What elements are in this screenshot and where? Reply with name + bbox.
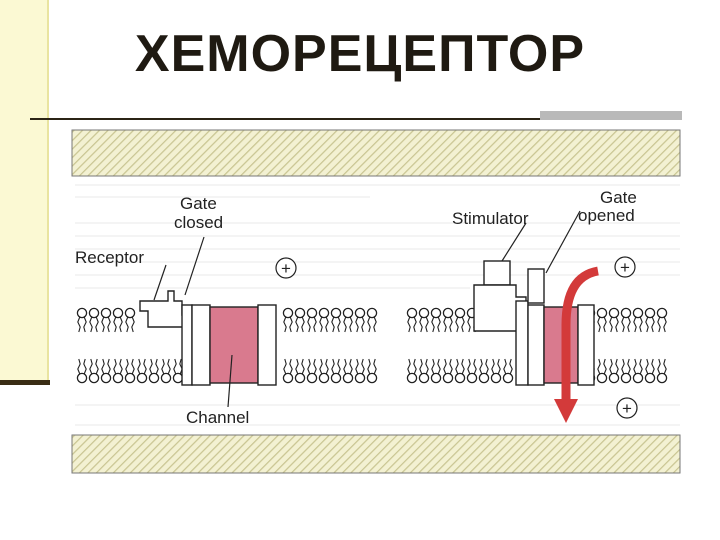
ion-flow-arrow [561,266,600,403]
plus-label-right-bottom: + [622,399,632,418]
chemoreceptor-figure: + Gate closed Receptor Channel [70,125,685,492]
gate-closed-leader [184,236,205,296]
channel-label: Channel [186,408,249,427]
plus-ion-left [275,257,297,279]
membrane-diagram: + Gate closed Receptor Channel [71,129,681,474]
gate-opened-leader [545,210,581,274]
right-membrane: + + Stimulator Gate opened [406,188,668,423]
stimulator-leader [501,222,527,262]
channel-pore-open [543,306,579,384]
receptor-stalk-bound [515,300,529,386]
ion-flow-arrowhead [554,399,578,423]
channel-wall-left [191,304,211,386]
open-channel-wall-right [577,304,595,386]
receptor-protein-bound [473,284,527,332]
background-text-noise [75,184,680,426]
top-hatched-bar [71,129,681,177]
bottom-hatched-bar [71,434,681,474]
plus-ion-right-bottom [616,397,638,419]
slide-sidebar [0,0,47,385]
stimulator-label: Stimulator [452,209,529,228]
receptor-leader [153,264,167,301]
gate-closed-label-1: Gate [180,194,217,213]
slide-title: ХЕМОРЕЦЕПТОР [134,25,586,83]
channel-leader [227,354,233,408]
title-accent-bar [540,111,682,120]
plus-label-right-top: + [620,258,630,277]
stimulator-molecule [483,260,511,286]
channel-wall-right [257,304,277,386]
title-underline [30,118,680,120]
gate-opened-label-1: Gate [600,188,637,207]
gate-opened-label-2: opened [578,206,635,225]
open-channel-wall-left [527,304,545,386]
plus-ion-right-top [614,256,636,278]
receptor-stalk [181,304,193,386]
sidebar-foot-bar [0,380,50,385]
open-gate-flap [527,268,545,304]
gate-closed-label-2: closed [174,213,223,232]
plus-label-left: + [281,259,291,278]
channel-pore-closed [209,306,259,384]
receptor-label: Receptor [75,248,144,267]
sidebar-divider [47,0,49,385]
left-membrane: + Gate closed Receptor Channel [75,194,378,427]
